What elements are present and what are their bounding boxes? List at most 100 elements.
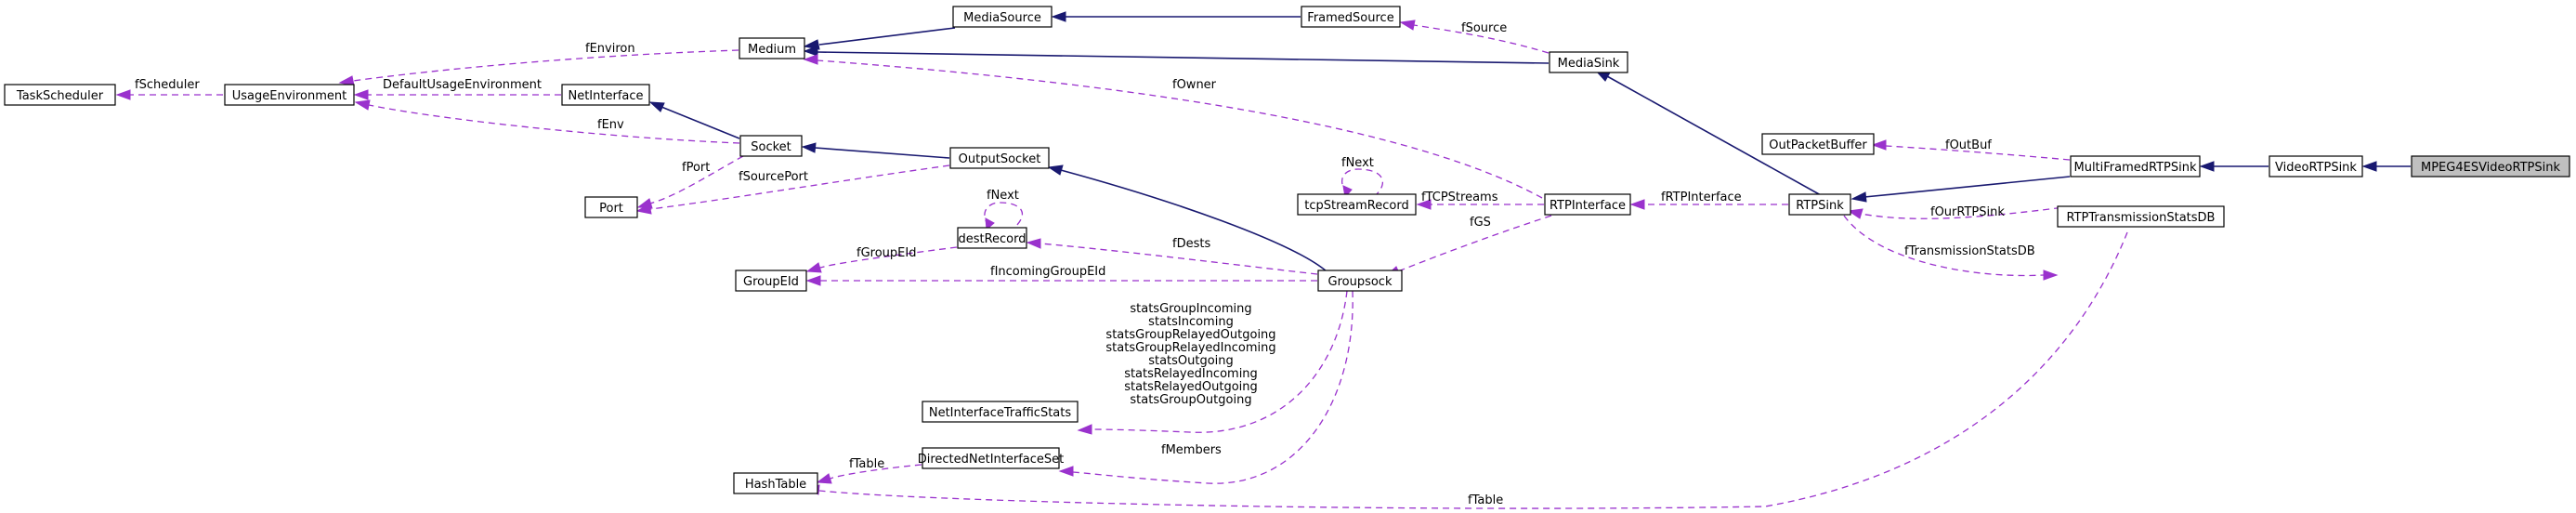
node-label: RTPInterface <box>1550 199 1626 213</box>
node-label: MediaSource <box>963 11 1041 25</box>
node-usageenvironment[interactable]: UsageEnvironment <box>224 84 355 106</box>
nodes: TaskScheduler UsageEnvironment Medium Me… <box>4 6 2570 494</box>
edge-fsource <box>1413 24 1550 54</box>
node-outputsocket[interactable]: OutputSocket <box>949 147 1050 169</box>
usage-edges <box>115 20 2128 509</box>
arrowhead <box>2199 161 2215 172</box>
node-rtpinterface[interactable]: RTPInterface <box>1544 193 1631 216</box>
node-label: RTPSink <box>1796 199 1844 213</box>
node-multiframedrtpsink[interactable]: MultiFramedRTPSink <box>2070 155 2201 178</box>
node-port[interactable]: Port <box>584 196 638 218</box>
node-destrecord[interactable]: destRecord <box>957 227 1027 249</box>
node-netinterfacetrafficstats[interactable]: NetInterfaceTrafficStats <box>922 401 1079 423</box>
node-label: Groupsock <box>1328 275 1393 289</box>
node-label: tcpStreamRecord <box>1304 199 1408 213</box>
node-label: MediaSink <box>1558 57 1620 71</box>
arrowhead <box>1077 424 1092 435</box>
label-fowner: fOwner <box>1172 78 1217 92</box>
arrowhead <box>1051 11 1066 22</box>
edge-fdests <box>1040 243 1318 275</box>
label-fscheduler: fScheduler <box>135 78 200 92</box>
edge-foutbuf <box>1885 145 2071 161</box>
arrowhead <box>1058 466 1074 477</box>
node-groupeid[interactable]: GroupEId <box>735 270 807 292</box>
arrowhead <box>354 99 371 111</box>
node-groupsock[interactable]: Groupsock <box>1317 270 1403 292</box>
node-label: DirectedNetInterfaceSet <box>918 453 1065 467</box>
label-fourrtpsink: fOurRTPSink <box>1930 205 2005 219</box>
arrowhead <box>2043 270 2059 281</box>
label-stats-5: statsRelayedIncoming <box>1124 367 1258 381</box>
arrowhead <box>985 217 995 231</box>
edge-socket-netinterface <box>660 106 740 139</box>
arrowhead <box>648 101 665 112</box>
arrowhead <box>816 473 832 484</box>
arrowhead <box>115 89 131 100</box>
label-frtpinterface: fRTPInterface <box>1661 191 1742 204</box>
node-rtpsink[interactable]: RTPSink <box>1788 193 1851 216</box>
label-stats-group: statsGroupIncoming statsIncoming statsGr… <box>1105 302 1275 407</box>
edge-ftable-dnis <box>830 464 922 480</box>
arrowhead <box>1026 238 1041 249</box>
label-ftcpstreams: fTCPStreams <box>1421 191 1498 204</box>
node-mediasource[interactable]: MediaSource <box>952 6 1053 28</box>
label-foutbuf: fOutBuf <box>1945 138 1992 152</box>
arrowhead <box>635 204 652 215</box>
node-label: destRecord <box>958 232 1026 246</box>
label-fsourceport: fSourcePort <box>739 170 808 184</box>
node-mpeg4esvideortpsink[interactable]: MPEG4ESVideoRTPSink <box>2411 155 2570 178</box>
node-label: MultiFramedRTPSink <box>2073 161 2197 175</box>
node-framedsource[interactable]: FramedSource <box>1301 6 1401 28</box>
node-label: MPEG4ESVideoRTPSink <box>2421 161 2560 175</box>
node-videortpsink[interactable]: VideoRTPSink <box>2269 155 2363 178</box>
node-label: NetInterface <box>568 89 643 103</box>
node-netinterface[interactable]: NetInterface <box>561 84 650 106</box>
edge-fnext-destrecord <box>984 202 1023 227</box>
arrowhead <box>1416 199 1432 210</box>
node-directednetinterfaceset[interactable]: DirectedNetInterfaceSet <box>918 447 1065 469</box>
edge-rtpsink-mediasink <box>1606 75 1822 196</box>
node-hashtable[interactable]: HashTable <box>733 472 818 494</box>
node-label: NetInterfaceTrafficStats <box>929 406 1071 420</box>
label-stats-1: statsIncoming <box>1148 315 1234 329</box>
label-fgs: fGS <box>1470 216 1491 230</box>
label-fenv: fEnv <box>597 118 624 132</box>
node-mediasink[interactable]: MediaSink <box>1549 51 1628 73</box>
label-fnext-tcp: fNext <box>1341 156 1374 170</box>
label-defaultusageenvironment: DefaultUsageEnvironment <box>383 78 542 92</box>
node-tcpstreamrecord[interactable]: tcpStreamRecord <box>1297 193 1417 216</box>
arrowhead <box>801 142 817 153</box>
label-fgroupeid: fGroupEId <box>856 246 916 260</box>
node-socket[interactable]: Socket <box>739 135 803 157</box>
node-outpacketbuffer[interactable]: OutPacketBuffer <box>1761 133 1875 155</box>
node-label: Port <box>599 202 623 216</box>
edge-fourrtpsink <box>1860 205 2073 219</box>
node-rtptransmissionstatsdb[interactable]: RTPTransmissionStatsDB <box>2057 205 2225 228</box>
arrowhead <box>1847 208 1863 219</box>
label-fmembers: fMembers <box>1161 443 1222 457</box>
arrowhead <box>1850 191 1867 203</box>
label-ftable-stats: fTable <box>1468 493 1503 507</box>
edge-fowner <box>817 59 1543 199</box>
node-label: Socket <box>751 140 791 154</box>
node-label: Medium <box>748 43 796 57</box>
edge-mediasource-medium <box>818 27 956 46</box>
node-medium[interactable]: Medium <box>739 37 805 59</box>
arrowhead <box>353 89 369 100</box>
node-label: OutputSocket <box>959 152 1041 166</box>
arrowhead <box>803 54 818 65</box>
edge-fnext-tcp <box>1341 168 1383 195</box>
node-label: RTPTransmissionStatsDB <box>2067 211 2216 225</box>
edge-fmembers <box>1072 290 1353 484</box>
node-label: GroupEId <box>743 275 799 289</box>
label-stats-2: statsGroupRelayedOutgoing <box>1105 328 1275 342</box>
arrowhead <box>1629 199 1645 210</box>
node-taskscheduler[interactable]: TaskScheduler <box>4 84 116 106</box>
arrowhead <box>805 262 822 273</box>
edge-stats <box>1091 290 1348 433</box>
label-fport: fPort <box>682 161 710 175</box>
label-fenviron: fEnviron <box>585 42 635 56</box>
node-label: UsageEnvironment <box>232 89 347 103</box>
label-fnext-destrecord: fNext <box>987 189 1019 203</box>
